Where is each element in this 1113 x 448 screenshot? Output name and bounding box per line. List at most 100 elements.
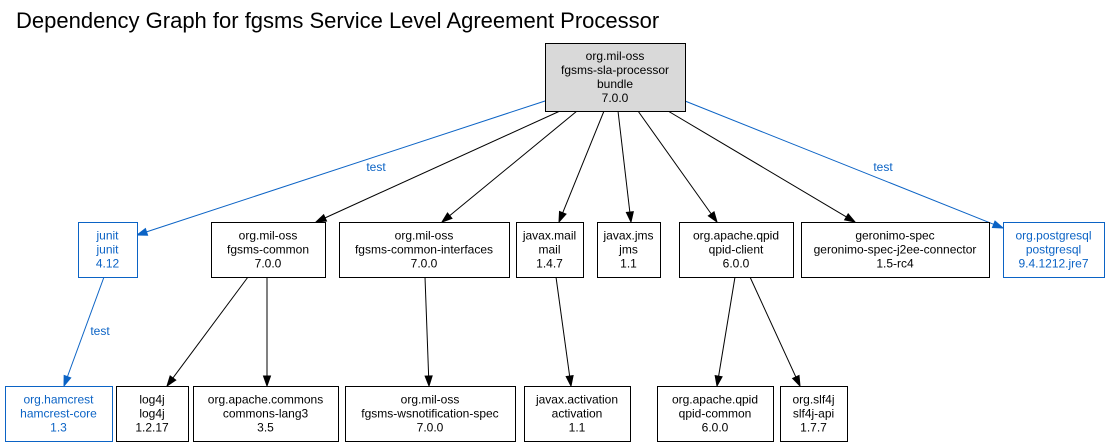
node-label-line: fgsms-common	[227, 243, 309, 257]
edge-arrowhead	[314, 213, 328, 223]
page-title: Dependency Graph for fgsms Service Level…	[16, 8, 660, 33]
node-label-line: 1.5-rc4	[876, 257, 914, 271]
node-label-line: 4.12	[96, 257, 120, 271]
node-label-line: javax.jms	[602, 229, 653, 243]
node-geronimo[interactable]: geronimo-specgeronimo-spec-j2ee-connecto…	[801, 222, 990, 278]
edge-line	[718, 276, 736, 377]
node-label-line: 7.0.0	[602, 91, 629, 105]
edge-arrowhead	[565, 375, 574, 388]
node-label-line: geronimo-spec	[855, 229, 934, 243]
node-label-line: org.apache.qpid	[672, 393, 758, 407]
edge-arrowhead	[791, 374, 801, 388]
node-label-line: qpid-client	[709, 243, 764, 257]
edge-line	[555, 276, 571, 377]
edge-qpid-client-to-slf4j	[749, 276, 801, 388]
node-label-line: javax.mail	[522, 229, 576, 243]
edge-line	[146, 100, 546, 233]
edge-arrowhead	[424, 375, 433, 388]
node-label-line: org.apache.qpid	[693, 229, 779, 243]
edge-qpid-client-to-qpid-common	[714, 276, 736, 388]
node-wsnotification[interactable]: org.mil-ossfgsms-wsnotification-spec7.0.…	[345, 386, 516, 442]
edge-arrowhead	[707, 211, 718, 224]
node-label-line: slf4j-api	[793, 407, 834, 421]
node-label-line: qpid-common	[679, 407, 752, 421]
edge-root-to-fgsms-common-interfaces	[440, 110, 578, 223]
node-box	[801, 222, 990, 278]
node-box	[116, 386, 189, 442]
edge-fgsms-common-to-log4j	[166, 276, 249, 388]
node-box	[211, 222, 326, 278]
node-box	[516, 222, 584, 278]
edge-line	[66, 276, 105, 377]
edge-line	[424, 276, 430, 377]
node-box	[524, 386, 631, 442]
edge-line	[562, 110, 605, 213]
node-box	[78, 222, 138, 278]
node-label-line: mail	[538, 243, 560, 257]
edge-arrowhead	[558, 210, 567, 224]
node-label-line: 1.1	[620, 257, 637, 271]
node-label-line: 7.0.0	[411, 257, 438, 271]
node-box	[345, 386, 516, 442]
edge-root-to-jms	[617, 110, 634, 224]
node-box	[657, 386, 774, 442]
edge-root-to-qpid-client	[637, 110, 718, 224]
edge-fgsms-common-to-commons-lang3	[262, 277, 272, 388]
node-label-line: 3.5	[257, 421, 274, 435]
node-label-line: org.apache.commons	[208, 393, 323, 407]
edge-fgsms-common-interfaces-to-wsnotification	[424, 276, 433, 388]
edge-root-to-geronimo	[667, 110, 857, 223]
edge-arrowhead	[63, 374, 72, 388]
node-label-line: 9.4.1212.jre7	[1018, 257, 1088, 271]
node-box	[679, 222, 794, 278]
node-label-line: hamcrest-core	[20, 407, 97, 421]
edge-arrowhead	[991, 220, 1005, 229]
node-label-line: 6.0.0	[723, 257, 750, 271]
edge-label: test	[873, 160, 893, 174]
node-label-line: 1.1	[569, 421, 586, 435]
node-label-line: 1.2.17	[135, 421, 169, 435]
edge-line	[667, 110, 847, 218]
node-box	[597, 222, 661, 278]
node-label-line: fgsms-common-interfaces	[355, 243, 493, 257]
node-label-line: 7.0.0	[255, 257, 282, 271]
node-label-line: log4j	[139, 393, 164, 407]
edge-arrowhead	[843, 213, 857, 223]
node-root[interactable]: org.mil-ossfgsms-sla-processorbundle7.0.…	[545, 43, 686, 112]
node-box	[339, 222, 510, 278]
edge-arrowhead	[166, 375, 177, 388]
node-label-line: jms	[618, 243, 638, 257]
node-label-line: 7.0.0	[417, 421, 444, 435]
node-box	[5, 386, 113, 442]
node-label-line: postgresql	[1026, 243, 1081, 257]
edge-line	[172, 276, 249, 379]
node-box	[545, 43, 686, 112]
edge-line	[684, 100, 994, 225]
node-label-line: org.slf4j	[792, 393, 834, 407]
node-label-line: org.mil-oss	[401, 393, 460, 407]
node-label-line: bundle	[597, 77, 633, 91]
node-label-line: fgsms-sla-processor	[561, 63, 669, 77]
node-box	[193, 386, 339, 442]
node-label-line: activation	[552, 407, 603, 421]
node-box	[780, 386, 848, 442]
nodes-layer: org.mil-ossfgsms-sla-processorbundle7.0.…	[5, 43, 1105, 442]
node-label-line: commons-lang3	[223, 407, 309, 421]
node-label-line: geronimo-spec-j2ee-connector	[814, 243, 977, 257]
edge-arrowhead	[135, 227, 149, 236]
edge-line	[749, 276, 797, 378]
